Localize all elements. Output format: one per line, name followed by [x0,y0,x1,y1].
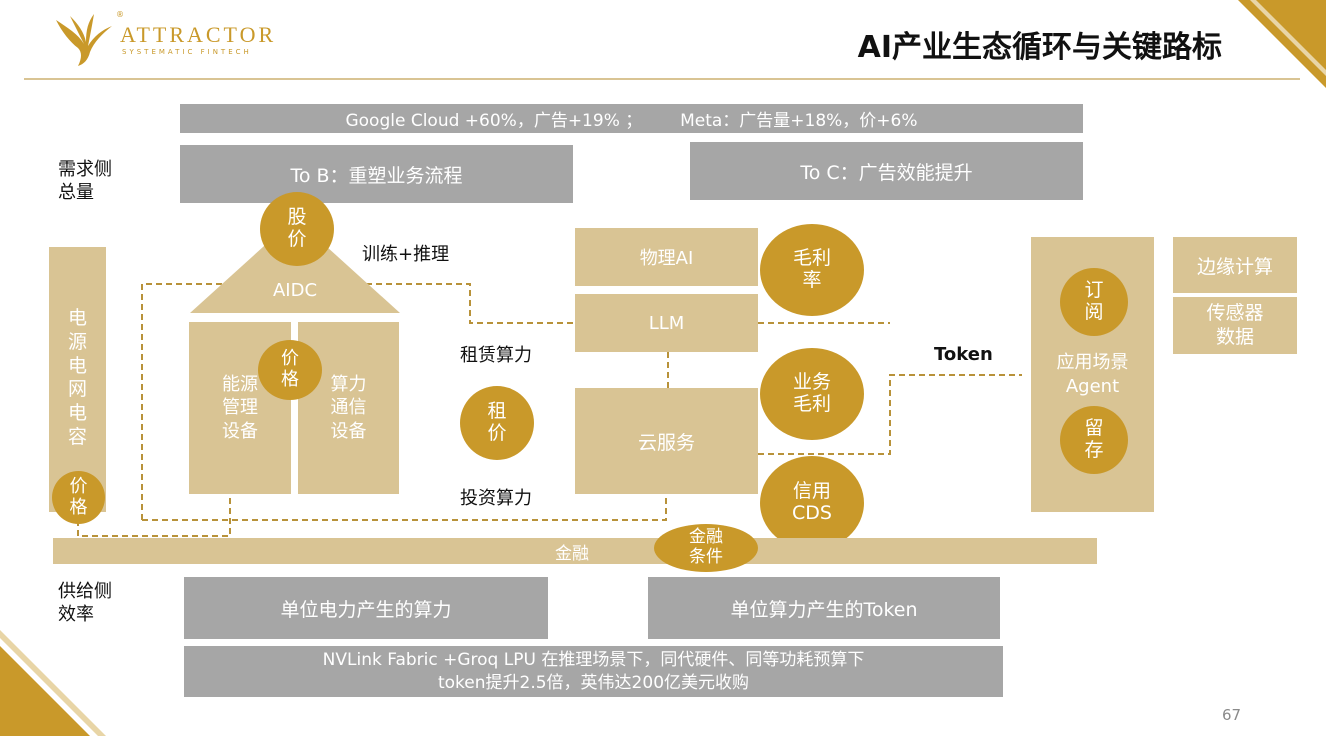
compute-communication-box: 算力 通信 设备 [298,322,399,494]
finance-conditions-circle: 金融 条件 [654,524,758,572]
cloud-to-token-connector [758,374,1022,455]
power-price-connector [77,494,231,537]
credit-cds-circle: 信用 CDS [760,456,864,550]
physical-ai-box: 物理AI [575,228,758,286]
business-margin-circle: 业务 毛利 [760,348,864,440]
aidc-roof-label: AIDC [272,280,318,301]
invest-compute-connector [142,494,667,521]
logo: ATTRACTOR ® SYSTEMATIC FINTECH [48,10,278,68]
compute-to-token-box: 单位算力产生的Token [648,577,1000,639]
power-grid-column: 电 源 电 网 电 容 [49,247,106,512]
logo-tagline: SYSTEMATIC FINTECH [122,48,252,56]
retention-circle: 留 存 [1060,406,1128,474]
equipment-price-circle: 价 格 [258,340,322,400]
growth-metrics-bar: Google Cloud +60%，广告+19% ； Meta：广告量+18%，… [180,104,1083,133]
aidc-to-llm-connector [141,283,575,520]
bottom-left-corner-triangle [0,646,90,736]
top-right-corner-triangle [1238,0,1326,88]
supply-side-label: 供给侧 效率 [58,581,112,626]
page-title: AI产业生态循环与关键路标 [857,30,1222,65]
finance-bar: 金融 [53,538,1097,564]
nvlink-note-box: NVLink Fabric +Groq LPU 在推理场景下，同代硬件、同等功耗… [184,646,1003,697]
cloud-service-box: 云服务 [575,388,758,494]
invest-compute-label: 投资算力 [460,488,532,509]
top-right-corner-stripe [1250,0,1326,76]
demand-side-label: 需求侧 总量 [58,159,112,204]
logo-registered-mark: ® [116,10,124,19]
llm-box: LLM [575,294,758,352]
gross-margin-circle: 毛利 率 [760,224,864,316]
page-number: 67 [1222,706,1242,724]
train-infer-label: 训练+推理 [362,244,450,265]
token-label: Token [934,344,993,365]
bottom-left-corner-stripe [0,630,106,736]
rent-price-circle: 租 价 [460,386,534,460]
edge-computing-box: 边缘计算 [1173,237,1297,293]
subscription-circle: 订 阅 [1060,268,1128,336]
to-b-box: To B：重塑业务流程 [180,145,573,203]
power-price-circle: 价 格 [52,471,105,524]
to-c-box: To C：广告效能提升 [690,142,1083,200]
phoenix-logo-icon [56,14,112,66]
sensor-data-box: 传感器 数据 [1173,297,1297,354]
power-to-compute-box: 单位电力产生的算力 [184,577,548,639]
rent-compute-label: 租赁算力 [460,345,532,366]
logo-name: ATTRACTOR [120,22,277,47]
stock-price-circle: 股 价 [260,192,334,266]
